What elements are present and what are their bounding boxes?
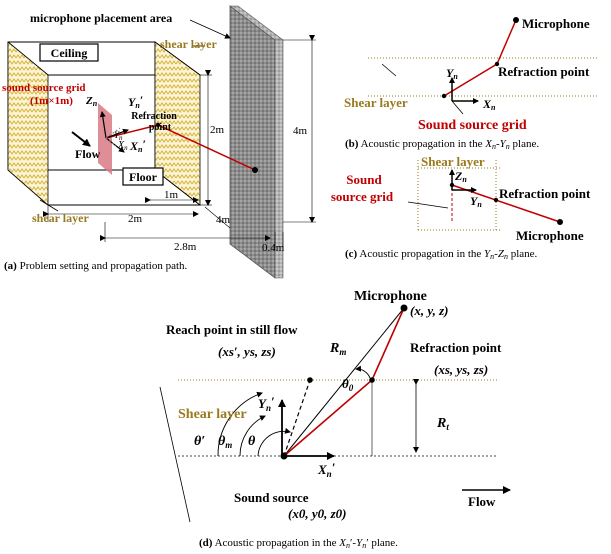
sound-source-grid — [98, 103, 112, 175]
path-c — [451, 184, 561, 223]
refraction-label-2: point — [149, 122, 172, 133]
refraction-point — [155, 122, 161, 128]
dim-4m-depth: 4m — [216, 214, 231, 226]
axis-y-label-c: Yn — [470, 194, 482, 209]
ceiling-box — [39, 43, 99, 62]
shear-layer-bottom-label: shear layer — [32, 211, 89, 225]
caption-d: (d) Acoustic propagation in the Xn′-Yn′ … — [199, 537, 398, 550]
source-coords-d: (x0, y0, z0) — [288, 506, 347, 521]
path-d-to-mic — [371, 307, 405, 381]
caption-c: (c) Acoustic propagation in the Yn-Zn pl… — [345, 248, 538, 261]
sound-source-label: Sound source — [234, 490, 309, 505]
axis-x-prime-label-d: Xn′ — [317, 460, 336, 479]
axis-y-prime-label-a: Yn′ — [128, 93, 143, 110]
grid-label: sound source grid — [2, 82, 86, 94]
flow-label-a: Flow — [75, 147, 101, 161]
path-b-upper — [496, 19, 517, 65]
refraction-coords-d: (xs, ys, zs) — [434, 362, 488, 377]
panel-b: Microphone Refraction point Shear layer … — [344, 16, 598, 151]
reach-point-d — [307, 377, 313, 383]
microphone-label-d: Microphone — [354, 289, 427, 304]
line-reach — [283, 379, 311, 457]
flow-arrow — [71, 131, 91, 147]
theta-label: θ — [248, 434, 256, 449]
shear-layer-top-label: shear layer — [160, 37, 217, 51]
grid-size-label: (1m×1m) — [30, 95, 73, 107]
panel-a: Ceiling Floor — [2, 5, 316, 279]
refraction-label-d: Refraction point — [410, 340, 502, 355]
axis-y-label-b: Yn — [446, 66, 458, 81]
axis-z-label-a: Zn — [85, 95, 98, 108]
axis-x-prime-label-a: Xn′ — [129, 137, 146, 154]
reach-coords-d: (xs′, ys, zs) — [218, 344, 276, 359]
path-d-in-flow — [283, 379, 373, 457]
axis-y-prime-label-d: Yn′ — [258, 394, 275, 413]
axis-x-label-a: Xn — [117, 140, 128, 152]
dim-1m: 1m — [164, 189, 179, 201]
shear-label-b: Shear layer — [344, 95, 408, 110]
shear-label-d: Shear layer — [178, 407, 247, 422]
shear-label-c: Shear layer — [421, 154, 485, 169]
grid-label-c: source grid — [331, 189, 394, 204]
dim-4m-height: 4m — [293, 125, 308, 137]
axis-y-label-a: Yn — [114, 130, 123, 142]
theta-prime-label: θ′ — [194, 434, 205, 449]
ceiling-label: Ceiling — [51, 46, 88, 60]
reach-label-d: Reach point in still flow — [166, 322, 298, 337]
dim-2m-height: 2m — [210, 124, 225, 136]
sound-label-c: Sound — [346, 172, 382, 187]
refraction-label-1: Refraction — [131, 111, 177, 122]
axis-z-label-c: Zn — [454, 169, 467, 184]
microphone-label-c: Microphone — [516, 228, 584, 243]
path-in-flow — [105, 124, 159, 139]
dim-0-4m: 0.4m — [262, 242, 285, 254]
rm-label: Rm — [329, 341, 346, 357]
microphone-point — [252, 167, 258, 173]
grid-label-b: Sound source grid — [418, 118, 527, 133]
panel-d: Microphone (x, y, z) Reach point in stil… — [159, 289, 511, 550]
flow-label-d: Flow — [468, 494, 496, 509]
dim-2-8m: 2.8m — [174, 241, 197, 253]
refraction-point-d — [369, 377, 375, 383]
axis-x-label-b: Xn — [482, 97, 496, 112]
theta-m-label: θm — [218, 434, 232, 450]
microphone-point-d — [400, 304, 408, 312]
floor-label: Floor — [129, 170, 158, 184]
caption-a: (a) Problem setting and propagation path… — [4, 260, 188, 272]
refraction-label-b: Refraction point — [498, 64, 590, 79]
microphone-wall-side — [229, 5, 276, 279]
placement-area-label: microphone placement area — [30, 11, 172, 25]
refraction-label-c: Refraction point — [499, 186, 591, 201]
panel-c: Shear layer Sound source grid Zn Yn Refr… — [331, 154, 591, 261]
sound-source-point — [280, 452, 288, 460]
rt-label: Rt — [436, 416, 449, 432]
line-rm — [283, 307, 405, 457]
shear-layer-left — [7, 41, 49, 206]
dim-2m-width: 2m — [128, 213, 143, 225]
floor-box — [122, 167, 164, 186]
microphone-label-b: Microphone — [522, 16, 590, 31]
mic-coords-d: (x, y, z) — [410, 303, 449, 318]
caption-b: (b) Acoustic propagation in the Xn-Yn pl… — [345, 138, 539, 151]
path-b-lower — [443, 63, 498, 97]
theta0-label: θ0 — [342, 376, 354, 393]
